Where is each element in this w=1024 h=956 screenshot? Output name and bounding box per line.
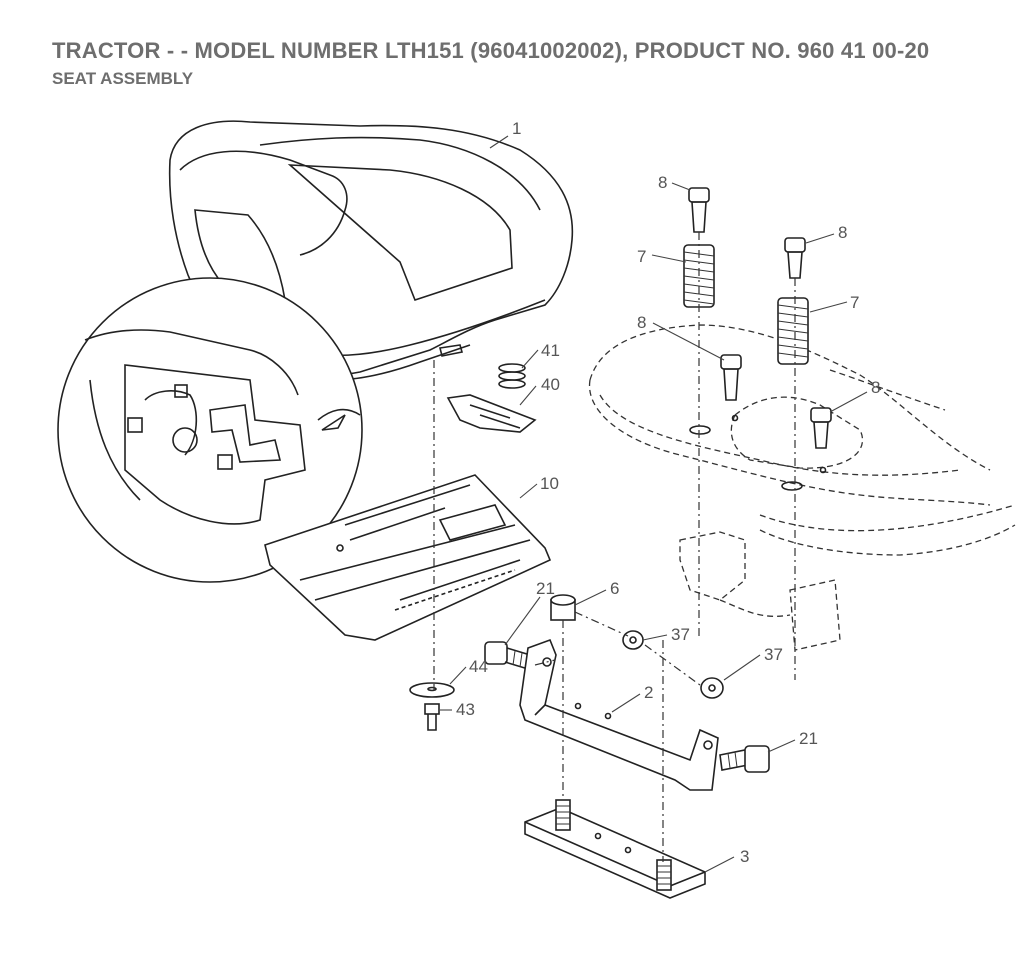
detail-inset-circle: [57, 277, 363, 583]
callout-37-upper: 37: [671, 625, 690, 644]
page-title: TRACTOR - - MODEL NUMBER LTH151 (9604100…: [52, 38, 930, 63]
spring-part-7-right: [777, 297, 809, 365]
callout-8-b: 8: [838, 223, 847, 242]
callout-21-right: 21: [799, 729, 818, 748]
nut-part-37-lower: [700, 677, 724, 699]
callout-labels: 1 8 8 7 7 8 8 41 40 10 6 21 37 37 2 21 4…: [456, 119, 880, 866]
plate-part-3: [524, 799, 706, 899]
callout-41: 41: [541, 341, 560, 360]
tractor-frame-dashed: [588, 324, 1016, 651]
bolt-part-8-a: [688, 187, 710, 233]
page-subtitle: SEAT ASSEMBLY: [52, 69, 194, 88]
bolt-part-8-b: [784, 237, 806, 279]
seat-pan-part-10: [264, 474, 552, 641]
callout-21-left: 21: [536, 579, 555, 598]
callout-8-d: 8: [871, 378, 880, 397]
callout-44: 44: [469, 657, 488, 676]
callout-8-c: 8: [637, 313, 646, 332]
spacer-part-6: [550, 594, 576, 621]
callout-2: 2: [644, 683, 653, 702]
alignment-center-lines: [433, 232, 796, 862]
spring-part-41: [498, 363, 526, 389]
screw-part-43: [424, 703, 440, 731]
leader-lines: [440, 135, 868, 873]
callout-3: 3: [740, 847, 749, 866]
callout-37-lower: 37: [764, 645, 783, 664]
bolt-part-8-d: [810, 407, 832, 449]
bracket-part-40: [446, 394, 537, 433]
bracket-part-2: [519, 638, 719, 791]
callout-6: 6: [610, 579, 619, 598]
nut-part-37-upper: [622, 630, 644, 650]
washer-part-44: [409, 682, 455, 698]
callout-40: 40: [541, 375, 560, 394]
bolt-part-8-c: [720, 354, 742, 401]
callout-7-a: 7: [637, 247, 646, 266]
callout-1: 1: [512, 119, 521, 138]
bolt-part-21-right: [719, 745, 770, 773]
callout-10: 10: [540, 474, 559, 493]
callout-8-a: 8: [658, 173, 667, 192]
callout-43: 43: [456, 700, 475, 719]
callout-7-b: 7: [850, 293, 859, 312]
